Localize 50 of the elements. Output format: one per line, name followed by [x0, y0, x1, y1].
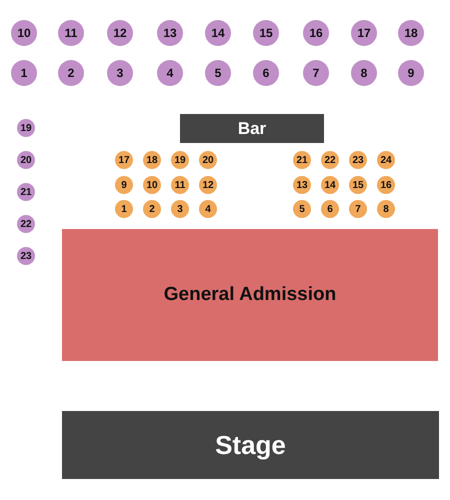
seat-circle: 17	[115, 151, 133, 169]
seat-circle: 20	[199, 151, 217, 169]
table-circle: 8	[351, 60, 377, 86]
seat-circle: 18	[143, 151, 161, 169]
seat-circle: 22	[321, 151, 339, 169]
table-circle: 11	[58, 20, 84, 46]
table-circle: 10	[11, 20, 37, 46]
bar-area: Bar	[180, 114, 324, 143]
table-circle: 9	[398, 60, 424, 86]
table-circle: 13	[157, 20, 183, 46]
seat-circle: 10	[143, 176, 161, 194]
seat-circle: 15	[349, 176, 367, 194]
seat-circle: 19	[171, 151, 189, 169]
seat-circle: 9	[115, 176, 133, 194]
seat-circle: 6	[321, 200, 339, 218]
seat-circle: 11	[171, 176, 189, 194]
table-circle: 20	[17, 151, 35, 169]
table-circle: 6	[253, 60, 279, 86]
table-circle: 7	[303, 60, 329, 86]
table-circle: 2	[58, 60, 84, 86]
table-circle: 16	[303, 20, 329, 46]
table-circle: 12	[107, 20, 133, 46]
seat-circle: 7	[349, 200, 367, 218]
table-circle: 22	[17, 215, 35, 233]
table-circle: 4	[157, 60, 183, 86]
seat-circle: 23	[349, 151, 367, 169]
seat-circle: 3	[171, 200, 189, 218]
table-circle: 5	[205, 60, 231, 86]
table-circle: 18	[398, 20, 424, 46]
table-circle: 3	[107, 60, 133, 86]
seat-circle: 1	[115, 200, 133, 218]
table-circle: 23	[17, 247, 35, 265]
table-circle: 14	[205, 20, 231, 46]
general-admission-area: General Admission	[62, 229, 438, 361]
seat-circle: 12	[199, 176, 217, 194]
seat-circle: 5	[293, 200, 311, 218]
seat-circle: 16	[377, 176, 395, 194]
seat-circle: 21	[293, 151, 311, 169]
table-circle: 1	[11, 60, 37, 86]
seat-circle: 14	[321, 176, 339, 194]
seat-circle: 2	[143, 200, 161, 218]
table-circle: 19	[17, 119, 35, 137]
table-circle: 21	[17, 183, 35, 201]
seat-circle: 4	[199, 200, 217, 218]
seat-circle: 13	[293, 176, 311, 194]
seat-circle: 8	[377, 200, 395, 218]
table-circle: 15	[253, 20, 279, 46]
stage-area: Stage	[62, 411, 439, 479]
table-circle: 17	[351, 20, 377, 46]
seat-circle: 24	[377, 151, 395, 169]
